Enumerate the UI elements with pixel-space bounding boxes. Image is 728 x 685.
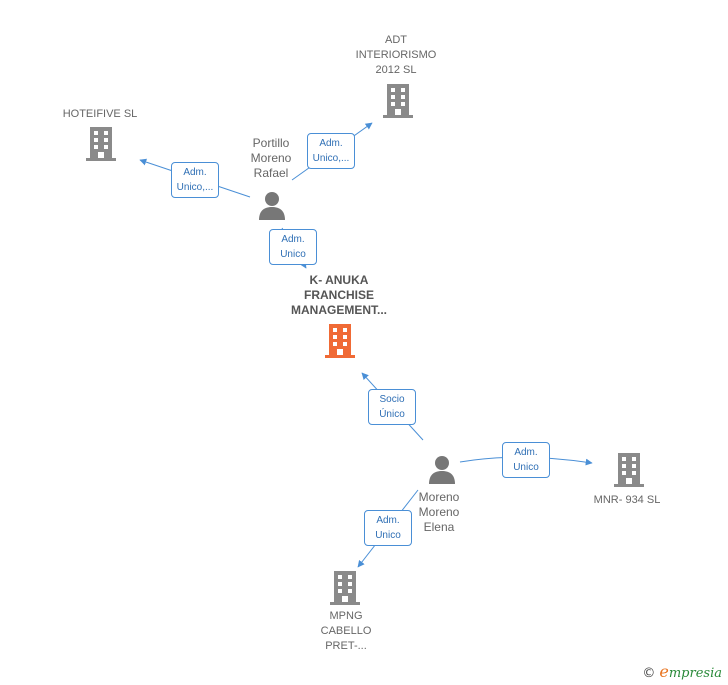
mnr-label[interactable]: MNR- 934 SL — [593, 494, 661, 506]
brand-initial: e — [659, 662, 669, 681]
edge-label-portillo-adt: Adm. Unico,... — [307, 133, 355, 169]
hoteifive-label[interactable]: HOTEIFIVE SL — [62, 108, 138, 120]
kanuka-building-icon[interactable] — [325, 324, 355, 358]
copyright-symbol: © — [642, 666, 656, 681]
kanuka-label[interactable]: K- ANUKA FRANCHISE MANAGEMENT... — [291, 273, 387, 317]
brand-name: mpresia — [668, 666, 722, 681]
adt-label[interactable]: ADT INTERIORISMO 2012 SL — [355, 34, 437, 76]
moreno-label[interactable]: Moreno Moreno Elena — [418, 490, 460, 534]
edge-label-portillo-hoteifive: Adm. Unico,... — [171, 162, 219, 198]
empresia-footer[interactable]: ©empresia — [642, 662, 722, 681]
edge-label-portillo-kanuka: Adm. Unico — [269, 229, 317, 265]
hoteifive-building-icon[interactable] — [86, 127, 116, 161]
mnr-building-icon[interactable] — [614, 453, 644, 487]
adt-building-icon[interactable] — [383, 84, 413, 118]
moreno-person-icon[interactable] — [429, 456, 455, 484]
edge-label-moreno-mnr: Adm. Unico — [502, 442, 550, 478]
edge-label-moreno-mpng: Adm. Unico — [364, 510, 412, 546]
portillo-person-icon[interactable] — [259, 192, 285, 220]
portillo-label[interactable]: Portillo Moreno Rafael — [250, 136, 292, 180]
mpng-building-icon[interactable] — [330, 571, 360, 605]
edge-label-moreno-kanuka: Socio Único — [368, 389, 416, 425]
mpng-label[interactable]: MPNG CABELLO PRET-... — [320, 610, 372, 652]
